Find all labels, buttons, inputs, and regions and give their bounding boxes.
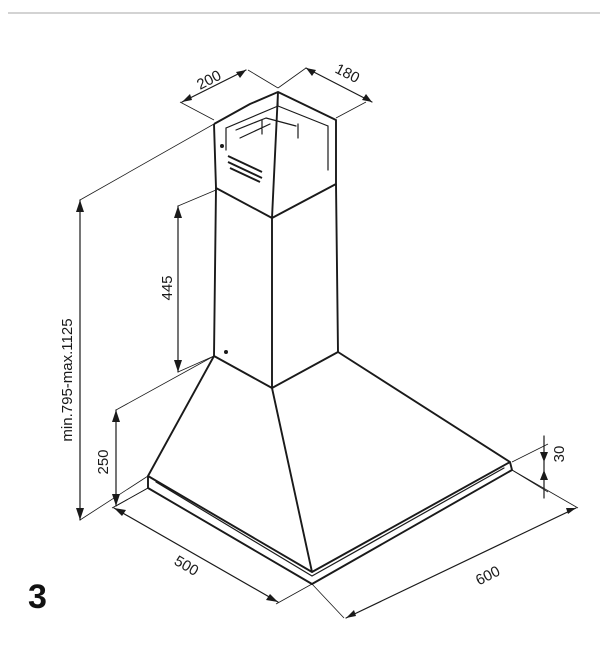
figure-number: 3 <box>28 578 47 616</box>
canopy-front-left <box>147 355 313 573</box>
label-canopy-height: 250 <box>95 449 112 474</box>
upper-duct-back <box>213 91 337 219</box>
lower-duct <box>213 183 339 389</box>
label-hood-width: 600 <box>473 563 503 590</box>
label-hood-depth: 500 <box>171 552 201 579</box>
top-divider <box>8 12 600 14</box>
label-rim-height: 30 <box>551 446 568 463</box>
dim-180-line <box>305 67 373 103</box>
dim-600-line <box>345 507 577 619</box>
dim-500-line <box>113 507 279 603</box>
upper-duct-front-left <box>213 91 279 219</box>
label-total-height: min.795-max.1125 <box>59 318 76 441</box>
label-duct-depth: 180 <box>332 60 362 87</box>
hood-outline <box>147 91 513 585</box>
dimension-labels: 200 180 min.795-max.1125 445 250 30 500 … <box>59 60 568 589</box>
lower-duct-screw-dot <box>224 350 228 354</box>
label-upper-duct-height: 445 <box>159 275 176 300</box>
duct-vent-slots <box>227 155 263 183</box>
label-duct-width: 200 <box>194 67 224 94</box>
duct-screw-dot <box>220 144 224 148</box>
dim-200-line <box>181 69 247 103</box>
upper-duct-top-inner <box>225 95 329 171</box>
base-rim-inner <box>155 467 505 577</box>
upper-duct-brackets <box>235 117 299 139</box>
dimension-lines <box>76 67 579 619</box>
canopy-front-right <box>311 351 511 573</box>
